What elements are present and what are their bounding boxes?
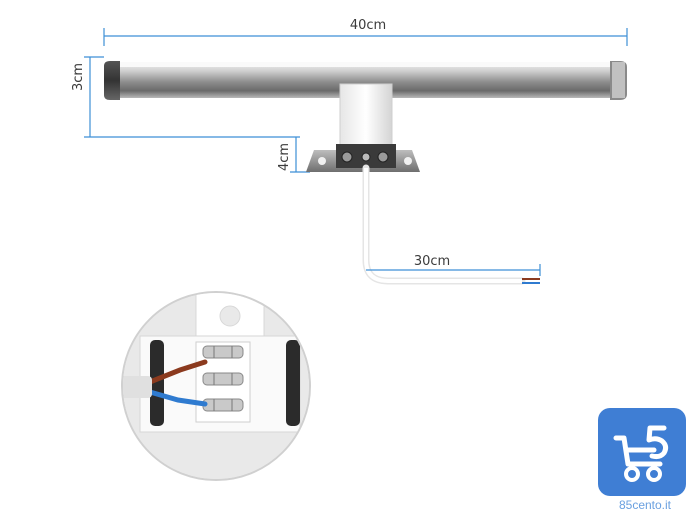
terminal-block-closeup: [121, 291, 311, 481]
bracket-label: 4cm: [277, 143, 292, 171]
height-label: 3cm: [71, 63, 86, 91]
power-cable: [362, 164, 540, 285]
mount-arm: [306, 83, 420, 172]
brand-logo: [598, 408, 686, 496]
cable-dimension: 30cm: [366, 254, 541, 276]
site-watermark: 85cento.it: [618, 498, 672, 512]
lamp-bar: [104, 61, 627, 100]
width-dimension: 40cm: [103, 18, 628, 46]
cart-five-icon: [613, 425, 669, 482]
cable-label: 30cm: [414, 254, 450, 269]
width-label: 40cm: [350, 18, 386, 33]
height-dimension: 3cm: [71, 56, 300, 138]
terminal-screws: [202, 345, 244, 412]
bracket-dimension: 4cm: [277, 137, 310, 173]
